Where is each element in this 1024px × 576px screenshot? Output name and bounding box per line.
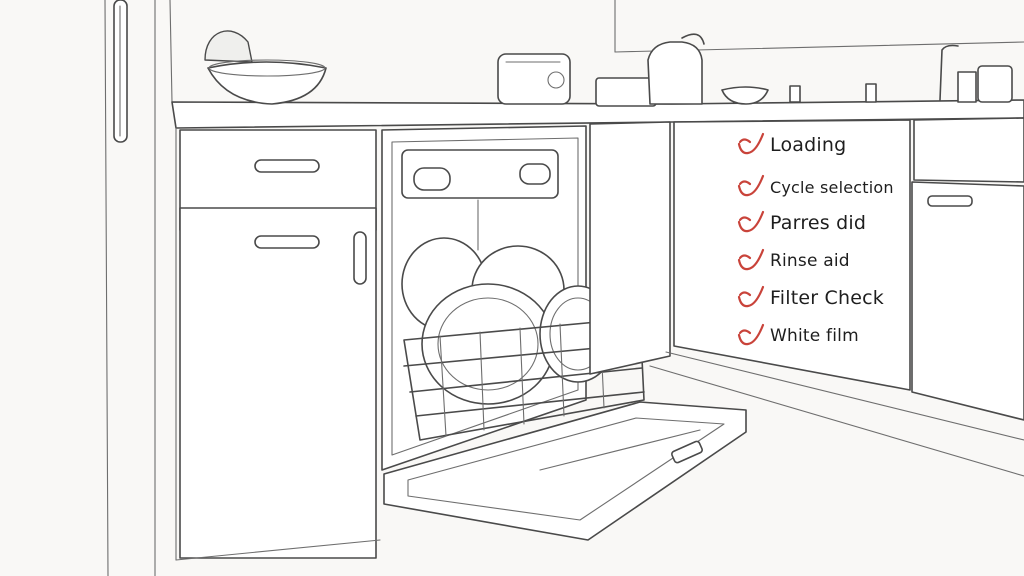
- checklist-label: White film: [770, 326, 859, 346]
- small-dish: [721, 86, 769, 105]
- kettle: [647, 33, 705, 105]
- faucet: [789, 44, 1013, 103]
- checkmark-icon: [737, 210, 765, 233]
- right-cabinets: [649, 117, 1024, 477]
- checklist-item-cycle-selection: Cycle selection: [736, 174, 894, 200]
- checklist-label: Filter Check: [770, 287, 884, 309]
- fridge-handle: [113, 0, 128, 143]
- checkmark-icon: [737, 323, 765, 346]
- box: [595, 77, 657, 107]
- checklist-label: Cycle selection: [770, 177, 894, 197]
- checklist-label: Parres did: [770, 212, 867, 234]
- left-cabinet: [175, 129, 381, 561]
- checkmark-icon: [737, 248, 765, 271]
- checklist-item-parres-did: Parres did: [736, 210, 866, 236]
- checklist-label: Loading: [770, 134, 847, 156]
- checkmark-icon: [737, 285, 765, 308]
- middle-cabinet: [589, 121, 671, 375]
- checkmark-icon: [737, 132, 765, 155]
- checkmark-icon: [737, 174, 765, 197]
- checklist-item-filter-check: Filter Check: [736, 285, 884, 311]
- checklist-label: Rinse aid: [770, 251, 850, 271]
- checklist-item-white-film: White film: [736, 323, 859, 349]
- dishwasher-door: [383, 401, 747, 541]
- bowl: [204, 30, 327, 105]
- checklist-item-rinse-aid: Rinse aid: [736, 248, 850, 274]
- toaster: [497, 53, 571, 105]
- checklist-item-loading: Loading: [736, 132, 846, 158]
